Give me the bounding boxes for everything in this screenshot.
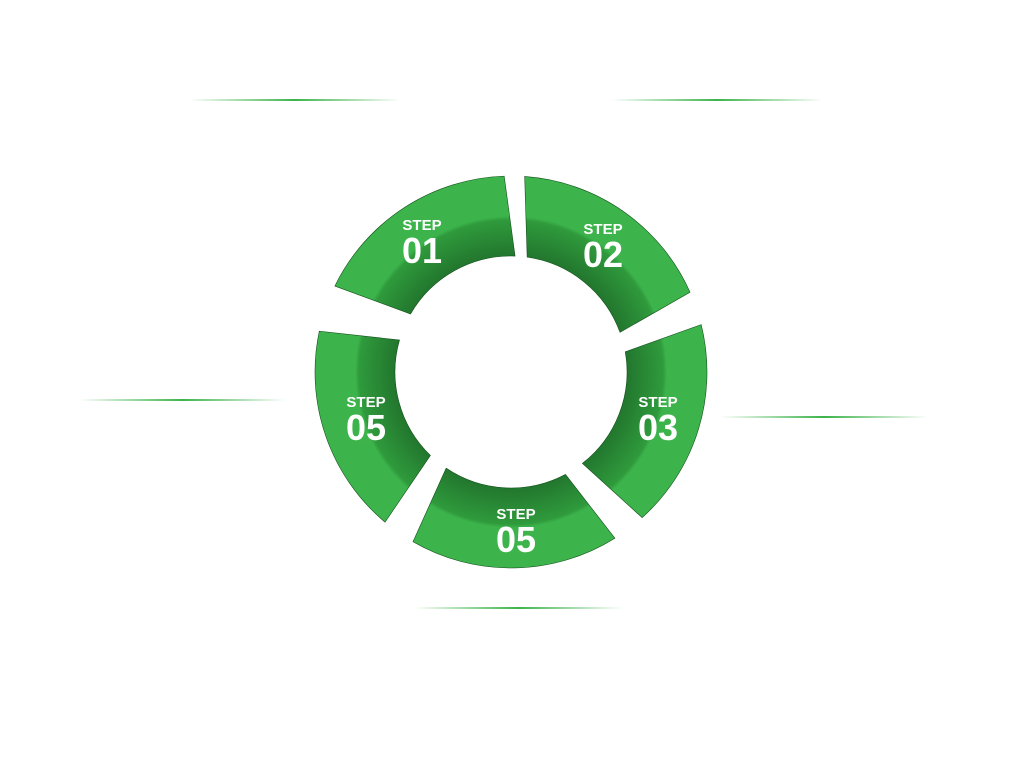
connector-line-2	[612, 99, 822, 101]
step-4-segment	[412, 467, 616, 569]
connector-line-3	[720, 416, 928, 418]
connector-line-1	[190, 99, 400, 101]
connector-line-4	[414, 607, 622, 609]
step-text: STEP	[496, 506, 536, 523]
step-1-segment	[334, 175, 516, 315]
step-text: STEP	[402, 217, 442, 234]
step-number: 02	[582, 234, 624, 275]
step-number: 05	[345, 407, 387, 448]
step-text: STEP	[583, 221, 623, 238]
step-2-segment	[524, 176, 691, 333]
step-text: STEP	[638, 394, 678, 411]
step-number: 01	[401, 230, 443, 271]
step-number: 05	[495, 519, 537, 560]
step-number: 03	[637, 407, 679, 448]
step-3-segment	[581, 324, 708, 519]
step-5-segment	[314, 330, 431, 523]
step-text: STEP	[346, 394, 386, 411]
connector-line-5	[80, 399, 285, 401]
